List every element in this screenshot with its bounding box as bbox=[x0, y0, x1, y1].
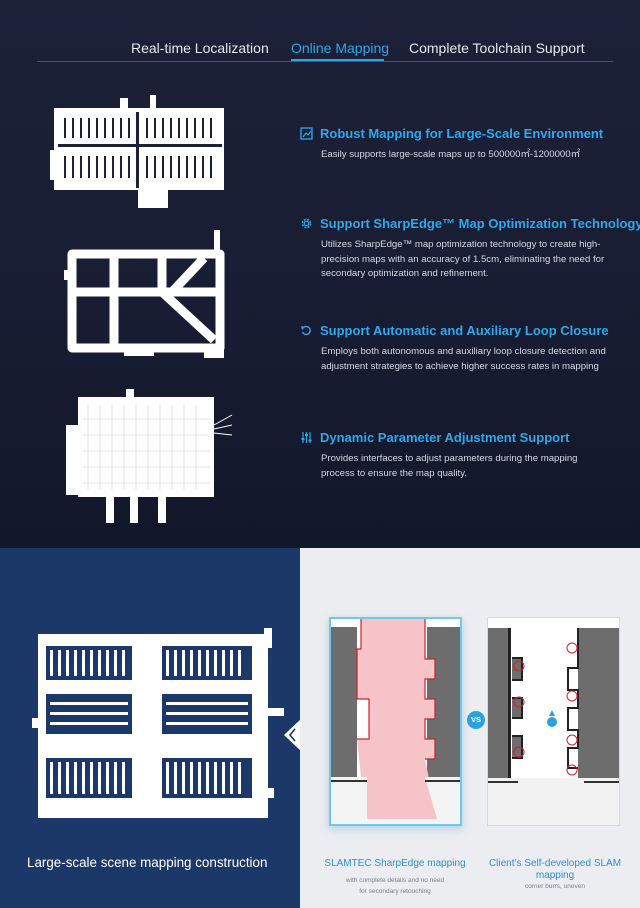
client-caption-text: Client’s Self-developed SLAM mapping bbox=[488, 858, 622, 881]
feature-title: Support SharpEdge™ Map Optimization Tech… bbox=[320, 216, 640, 231]
large-scale-mapping-panel: Large-scale scene mapping construction bbox=[0, 548, 300, 908]
comparison-panel: VS SLAMTEC SharpEdge mapping with comple… bbox=[300, 548, 640, 908]
sharpedge-map-image bbox=[331, 619, 460, 824]
feature-description: Provides interfaces to adjust parameters… bbox=[321, 453, 578, 479]
vs-badge: VS bbox=[467, 711, 485, 729]
feature-title: Support Automatic and Auxiliary Loop Clo… bbox=[320, 323, 609, 338]
sharpedge-caption-title: SLAMTEC SharpEdge mapping bbox=[324, 858, 466, 869]
active-tab-indicator bbox=[291, 59, 384, 61]
map-illustration-warehouse-1 bbox=[50, 95, 224, 208]
sharpedge-caption-line-2: for secondary retouching bbox=[359, 888, 431, 895]
map-illustration-corridor bbox=[64, 230, 225, 358]
large-scale-map-image bbox=[32, 628, 284, 818]
sharpedge-map-panel bbox=[329, 617, 462, 826]
tab-divider bbox=[37, 61, 613, 62]
feature-description: Easily supports large-scale maps up to 5… bbox=[321, 149, 581, 160]
feature-description: Employs both autonomous and auxiliary lo… bbox=[321, 346, 606, 372]
feature-title: Dynamic Parameter Adjustment Support bbox=[320, 430, 570, 445]
client-map-panel bbox=[487, 617, 620, 826]
sliders-icon bbox=[301, 432, 312, 443]
feature-title: Robust Mapping for Large-Scale Environme… bbox=[320, 126, 604, 141]
client-caption-sub: corner burrs, uneven bbox=[525, 883, 585, 890]
client-caption-title: Client’s Self-developed SLAM mapping bbox=[480, 858, 630, 882]
tab-complete-toolchain-support[interactable]: Complete Toolchain Support bbox=[409, 40, 585, 56]
map-icon bbox=[300, 127, 313, 140]
sharpedge-caption-sub: with complete details and no need for se… bbox=[320, 875, 470, 897]
tab-bar: Real-time Localization Online Mapping Co… bbox=[0, 40, 640, 62]
online-mapping-section: Real-time Localization Online Mapping Co… bbox=[0, 0, 640, 548]
feature-description: Utilizes SharpEdge™ map optimization tec… bbox=[321, 239, 605, 279]
loop-icon bbox=[301, 325, 311, 336]
gear-icon bbox=[301, 218, 312, 229]
large-scale-caption: Large-scale scene mapping construction bbox=[27, 855, 268, 870]
client-map-image bbox=[488, 618, 619, 825]
map-illustration-warehouse-2 bbox=[66, 389, 233, 523]
sharpedge-caption-line-1: with complete details and no need bbox=[345, 877, 445, 884]
tab-real-time-localization[interactable]: Real-time Localization bbox=[131, 40, 269, 56]
tab-online-mapping[interactable]: Online Mapping bbox=[291, 40, 390, 56]
chevron-left-icon[interactable] bbox=[280, 718, 300, 752]
